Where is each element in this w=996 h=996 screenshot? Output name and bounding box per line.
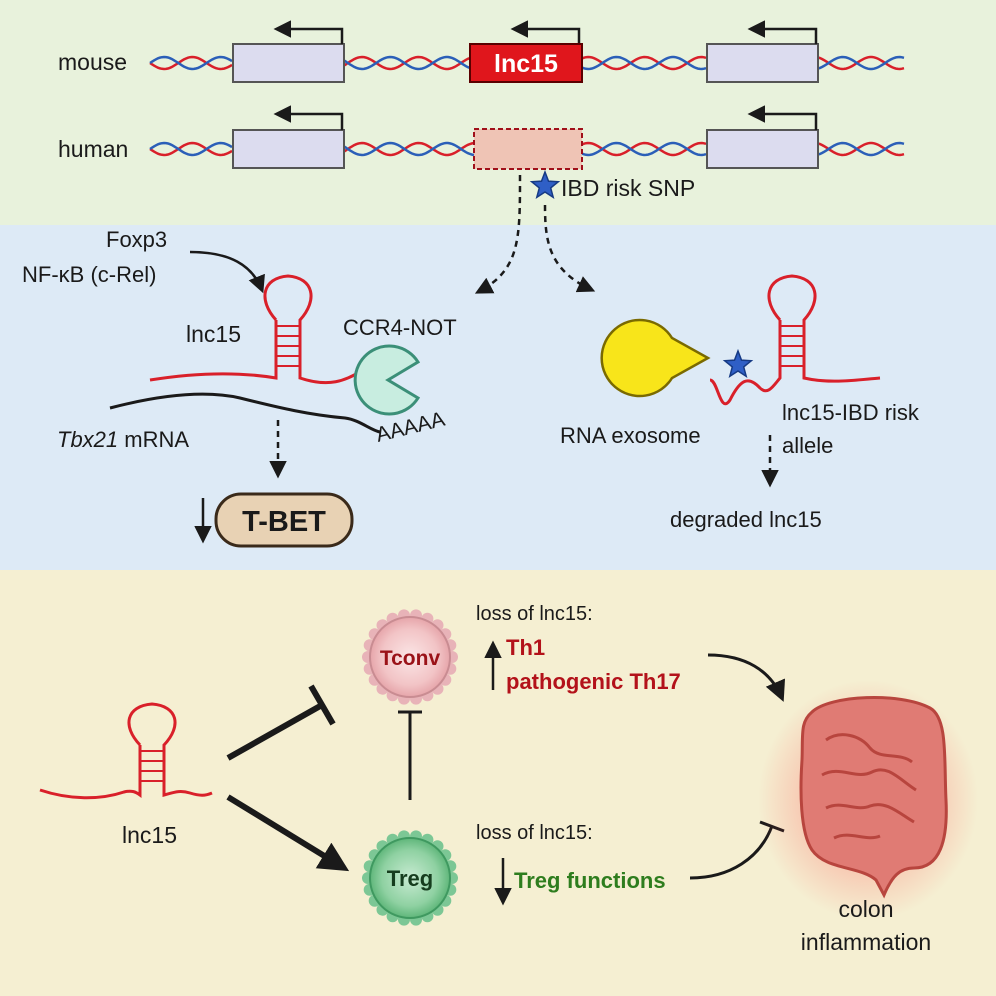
- lnc15-hairpin-left: [149, 274, 361, 385]
- lnc15-activates-treg-arrow: [226, 794, 350, 872]
- ccr4-not-complex-icon: [353, 344, 421, 416]
- rna-exosome-label: RNA exosome: [560, 423, 701, 448]
- mouse-lnc15-box: [469, 43, 583, 83]
- tbx21-mrna-label: Tbx21 mRNA: [57, 427, 189, 452]
- factor-nfkb-label: NF-κB (c-Rel): [22, 262, 156, 287]
- pathogenic-th17-label: pathogenic Th17: [506, 669, 681, 694]
- genome-band: [0, 0, 996, 225]
- tbx21-mrna-strand: [109, 392, 381, 434]
- human-right-promoter-arrow: [747, 105, 818, 130]
- tbx21-mrna-suffix: mRNA: [118, 427, 189, 452]
- loss-lnc15-top-label: loss of lnc15:: [476, 603, 593, 625]
- tconv-label: Tconv: [380, 647, 441, 670]
- mouse-gene-right: [706, 43, 819, 83]
- dna-strand: [817, 55, 905, 71]
- colon-label-line1: colon: [839, 896, 894, 922]
- colon-icon: [758, 680, 978, 920]
- dna-strand: [343, 55, 475, 71]
- tbx21-gene-name: Tbx21: [57, 427, 118, 452]
- risk-allele-label-line2: allele: [782, 433, 833, 458]
- factor-arrow: [189, 250, 265, 294]
- mouse-right-promoter-arrow: [747, 20, 818, 44]
- risk-allele-label-line1: lnc15-IBD risk: [782, 400, 920, 425]
- lnc15-hairpin-bottom: [39, 702, 213, 800]
- dna-strand: [817, 141, 905, 157]
- mouse-dna-helix: [149, 55, 905, 71]
- lnc15-inhibits-tconv-line: [226, 702, 324, 761]
- snp-star-icon: [529, 169, 561, 199]
- dna-strand: [149, 141, 233, 157]
- treg-functions-label: Treg functions: [514, 868, 666, 893]
- lnc15-promoter-arrow: [510, 20, 581, 44]
- mouse-gene-left: [232, 43, 345, 83]
- colon-label-line2: inflammation: [801, 929, 931, 955]
- mouse-label: mouse: [58, 49, 127, 75]
- dna-strand: [343, 55, 475, 71]
- mouse-lnc15-label: lnc15: [494, 50, 558, 78]
- treg-label: Treg: [387, 866, 433, 891]
- dna-strand: [149, 141, 233, 157]
- human-label: human: [58, 136, 128, 162]
- human-left-promoter-arrow: [273, 105, 344, 130]
- factor-foxp3-label: Foxp3: [106, 227, 167, 252]
- risk-snp-star-icon: [722, 348, 754, 378]
- snp-label: IBD risk SNP: [561, 175, 695, 201]
- ccr4-not-label: CCR4-NOT: [343, 315, 457, 340]
- dashed-arrow-to-risk-allele: [543, 204, 596, 293]
- tbet-protein-badge: [214, 492, 354, 548]
- loss-lnc15-bottom-label: loss of lnc15:: [476, 822, 593, 844]
- lnc15-risk-allele-hairpin: [709, 274, 881, 405]
- human-gene-right: [706, 129, 819, 169]
- dna-strand: [581, 55, 707, 71]
- dna-strand: [149, 55, 233, 71]
- treg-cell-body: [369, 837, 451, 919]
- degraded-lnc15-label: degraded lnc15: [670, 507, 822, 532]
- dna-strand: [343, 141, 475, 157]
- dna-strand: [343, 141, 475, 157]
- mouse-left-promoter-arrow: [273, 20, 344, 44]
- th1-label: Th1: [506, 635, 545, 660]
- dna-strand: [817, 55, 905, 71]
- tconv-to-colon-arrow: [707, 653, 786, 702]
- lnc15-mechanism-label: lnc15: [186, 321, 241, 347]
- dna-strand: [581, 141, 707, 157]
- tconv-cell-body: [369, 616, 451, 698]
- tbet-label: T-BET: [242, 506, 326, 538]
- rna-exosome-icon: [600, 318, 711, 398]
- human-dna-helix: [149, 141, 905, 157]
- human-gene-left: [232, 129, 345, 169]
- lnc15-bottom-label: lnc15: [122, 822, 177, 848]
- dna-strand: [817, 141, 905, 157]
- human-lnc15-region: [473, 128, 583, 170]
- lnc15-inhibits-tconv-bar: [308, 684, 336, 726]
- dna-strand: [149, 55, 233, 71]
